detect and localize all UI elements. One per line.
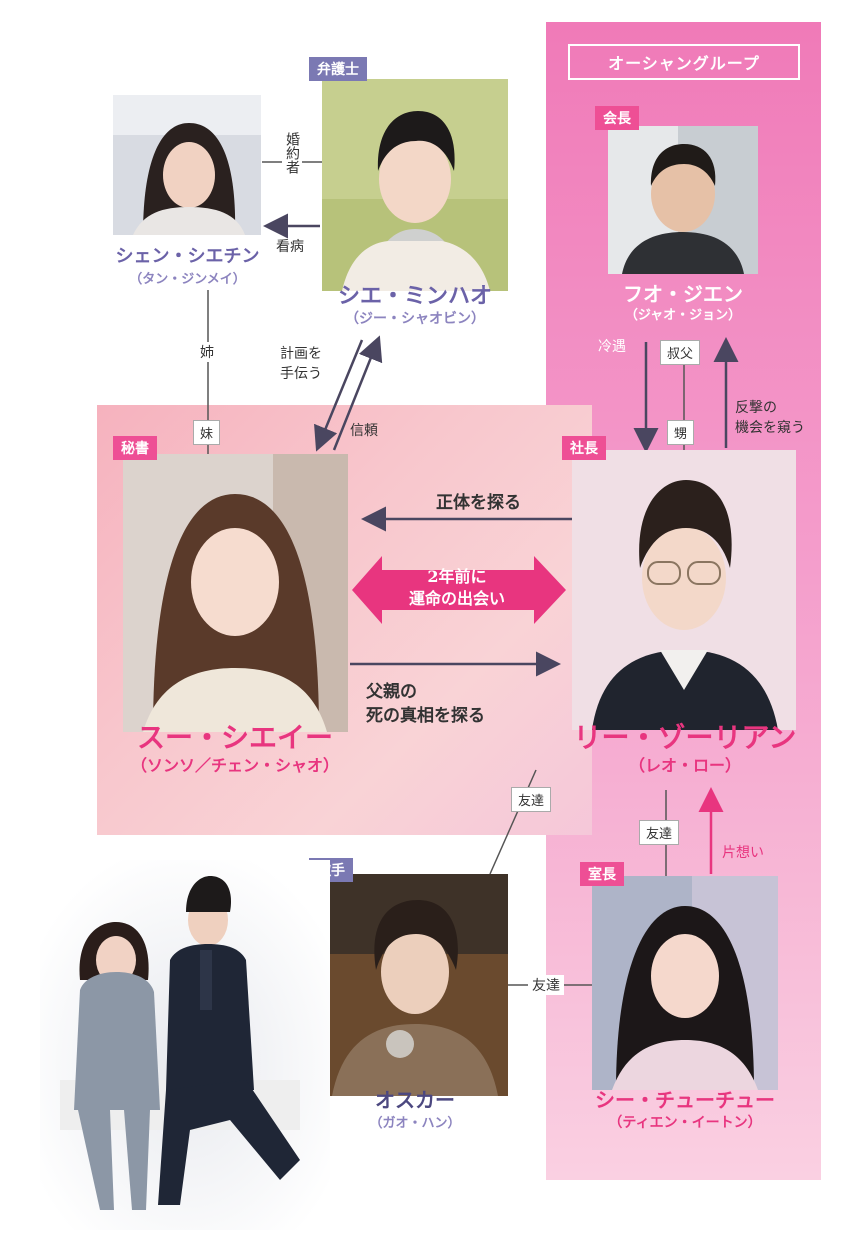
shi-name: シー・チューチュー xyxy=(595,1088,775,1112)
father-death-line1: 父親の xyxy=(366,682,417,702)
huo-portrait-icon xyxy=(608,126,758,274)
couple-illustration xyxy=(40,860,330,1230)
counterattack-label: 反撃の 機会を窺う xyxy=(735,398,805,438)
huo-name: フオ・ジエン xyxy=(623,282,743,306)
help-plan-line2: 手伝う xyxy=(280,366,322,382)
help-plan-line1: 計画を xyxy=(280,346,322,362)
trust-label: 信頼 xyxy=(350,423,378,439)
li-portrait-icon xyxy=(572,450,796,730)
chairman-role-tag: 会長 xyxy=(595,106,639,130)
counterattack-line1: 反撃の xyxy=(735,400,777,416)
help-plan-label: 計画を 手伝う xyxy=(280,344,322,384)
fate-line2: 運命の出会い xyxy=(408,589,505,608)
su-portrait-icon xyxy=(123,454,348,732)
oscar-name: オスカー xyxy=(375,1088,455,1112)
lawyer-role-tag: 弁護士 xyxy=(309,57,367,81)
li-photo xyxy=(572,450,796,730)
father-death-line2: 死の真相を探る xyxy=(366,706,485,726)
fiance-label: 婚約者 xyxy=(282,130,302,176)
shen-portrait-icon xyxy=(113,95,261,235)
friend-oscar-li-label: 友達 xyxy=(511,787,552,812)
nephew-label: 甥 xyxy=(667,420,695,445)
xie-photo xyxy=(322,79,508,291)
president-role-tag: 社長 xyxy=(562,436,606,460)
cold-treatment-label: 冷遇 xyxy=(598,339,626,355)
couple-poster-icon xyxy=(40,860,330,1230)
huo-actor: （ジャオ・ジョン） xyxy=(624,308,742,323)
shen-name: シェン・シエチン xyxy=(115,246,260,267)
shi-actor: （ティエン・イートン） xyxy=(608,1115,762,1131)
friend-oscar-shi-label: 友達 xyxy=(528,975,564,995)
shi-photo xyxy=(592,876,778,1090)
huo-photo xyxy=(608,126,758,274)
fate-double-arrow xyxy=(352,556,566,624)
shi-portrait-icon xyxy=(592,876,778,1090)
shen-photo xyxy=(113,95,261,235)
group-label: オーシャングループ xyxy=(568,44,800,80)
xie-actor: （ジー・シャオビン） xyxy=(345,311,485,327)
oscar-photo xyxy=(322,874,508,1096)
fate-meeting-label: 2年前に 運命の出会い xyxy=(386,566,528,610)
unrequited-label: 片想い xyxy=(722,845,764,861)
li-name: リー・ゾーリアン xyxy=(573,721,797,754)
su-name: スー・シエイー xyxy=(136,721,333,754)
help-plan-arrow xyxy=(314,339,364,452)
trust-arrow xyxy=(332,335,383,451)
elder-sister-label: 姉 xyxy=(200,342,214,362)
secretary-role-tag: 秘書 xyxy=(113,436,157,460)
counterattack-line2: 機会を窺う xyxy=(735,420,805,436)
oscar-portrait-icon xyxy=(322,874,508,1096)
father-death-label: 父親の 死の真相を探る xyxy=(366,680,485,728)
su-actor: （ソンソ／チェン・シャオ） xyxy=(130,756,339,775)
su-photo xyxy=(123,454,348,732)
fate-line1: 2年前に xyxy=(427,567,487,586)
oscar-actor: （ガオ・ハン） xyxy=(369,1116,461,1131)
shen-actor: （タン・ジンメイ） xyxy=(129,272,246,287)
xie-portrait-icon xyxy=(322,79,508,291)
nursing-label: 看病 xyxy=(276,239,304,255)
younger-sister-label: 妹 xyxy=(193,420,221,445)
uncle-label: 叔父 xyxy=(660,340,701,365)
friend-li-shi-label: 友達 xyxy=(639,820,680,845)
li-actor: （レオ・ロー） xyxy=(628,756,741,775)
friend-oscar-li-line xyxy=(489,769,537,875)
probe-identity-label: 正体を探る xyxy=(436,493,521,513)
director-role-tag: 室長 xyxy=(580,862,624,886)
xie-name: シエ・ミンハオ xyxy=(337,283,492,309)
